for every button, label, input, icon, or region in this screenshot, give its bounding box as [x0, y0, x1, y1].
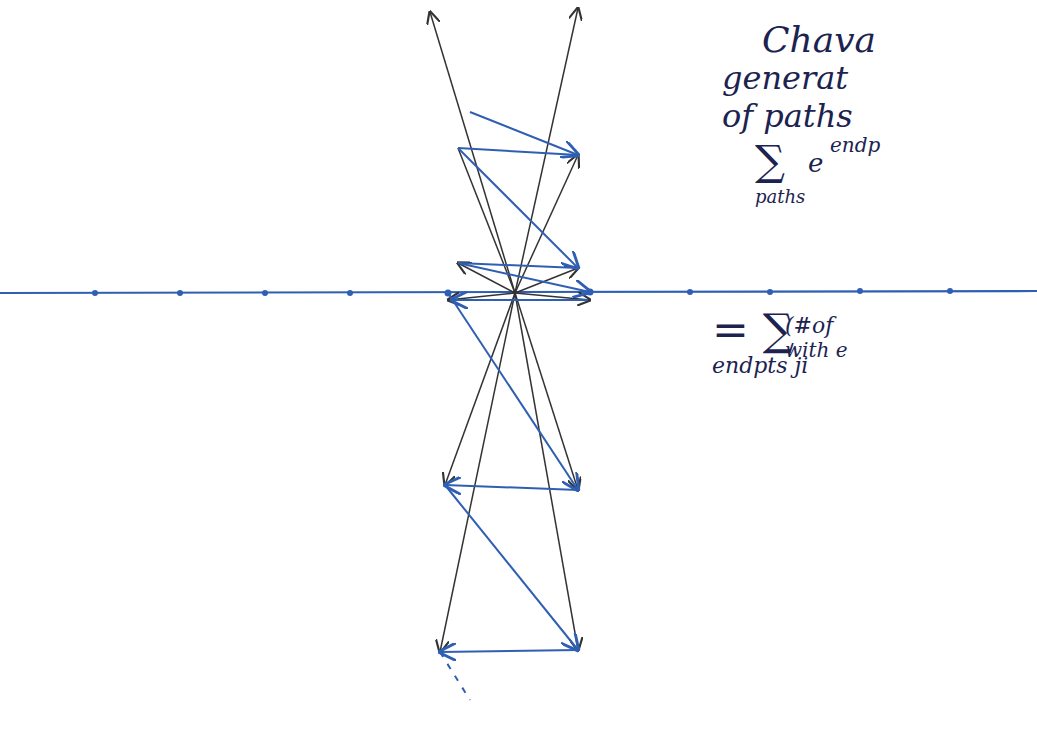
handwritten-note: endpts ji	[712, 355, 808, 377]
handwritten-note: paths	[755, 188, 805, 206]
handwritten-note: (#of	[785, 315, 833, 337]
handwritten-note: of paths	[722, 100, 853, 132]
handwritten-note: generat	[722, 62, 848, 94]
handwritten-note: ∑	[755, 140, 785, 182]
handwritten-note: endp	[830, 135, 880, 155]
handwritten-note: = ∑	[712, 308, 794, 352]
handwritten-note: e	[808, 150, 823, 176]
handwritten-note: Chava	[762, 22, 876, 58]
